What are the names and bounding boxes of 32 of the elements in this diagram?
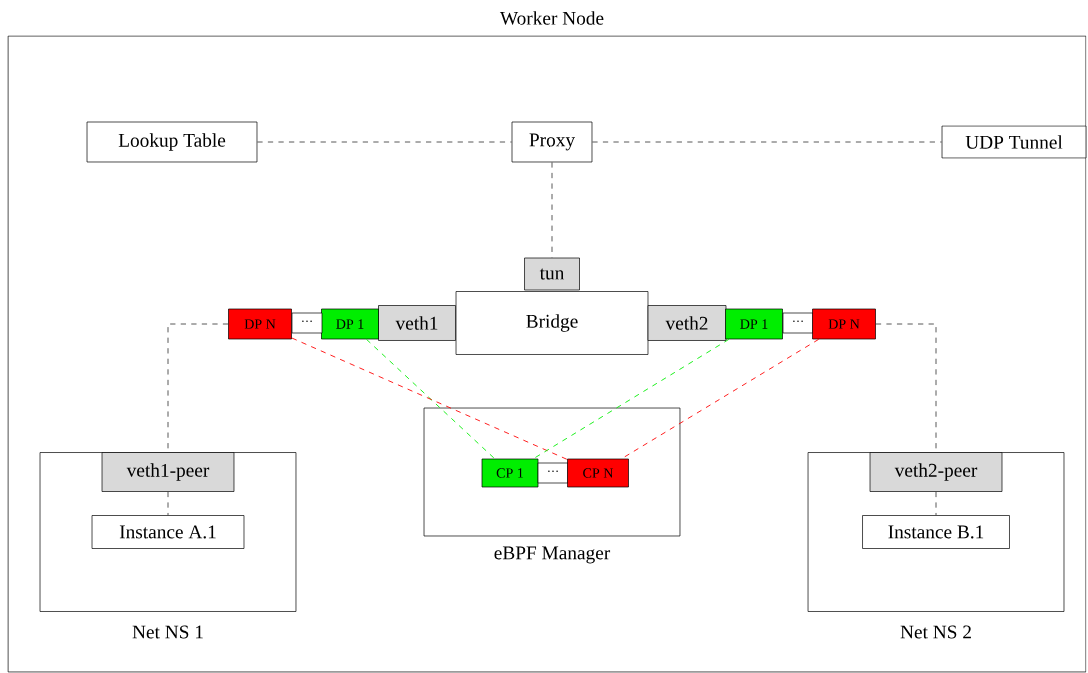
connector-line (366, 338, 496, 460)
interface-box: veth2 (647, 305, 727, 341)
program-box: DP 1 (321, 308, 379, 340)
program-box: DP N (228, 308, 292, 340)
connector-line (621, 338, 820, 460)
process-box: Instance A.1 (91, 515, 245, 549)
connector-line (167, 491, 169, 516)
process-box: UDP Tunnel (941, 125, 1087, 159)
interface-box: tun (524, 257, 580, 291)
program-box: CP N (567, 458, 629, 488)
interface-box: veth1 (378, 305, 456, 341)
frame-title: Worker Node (499, 11, 604, 25)
interface-box: veth2-peer (869, 452, 1003, 492)
interface-box: veth1-peer (101, 452, 235, 492)
frame-title: Net NS 2 (900, 625, 971, 639)
process-box: Bridge (455, 291, 649, 355)
process-box: Proxy (511, 121, 593, 163)
connector-line (591, 141, 943, 143)
connector-line (935, 491, 937, 516)
process-box: Lookup Table (86, 121, 258, 163)
process-box: Instance B.1 (862, 515, 1010, 549)
program-box: DP N (812, 308, 876, 340)
ellipsis-box: ··· (537, 462, 569, 484)
connector-line (533, 338, 730, 460)
frame-title: Net NS 1 (132, 625, 203, 639)
ellipsis-box: ··· (782, 312, 814, 334)
program-box: CP 1 (481, 458, 539, 488)
program-box: DP 1 (725, 308, 783, 340)
frame-title: eBPF Manager (494, 546, 611, 564)
ellipsis-box: ··· (291, 312, 323, 334)
connector-line (256, 141, 513, 143)
connector-line (291, 337, 568, 460)
